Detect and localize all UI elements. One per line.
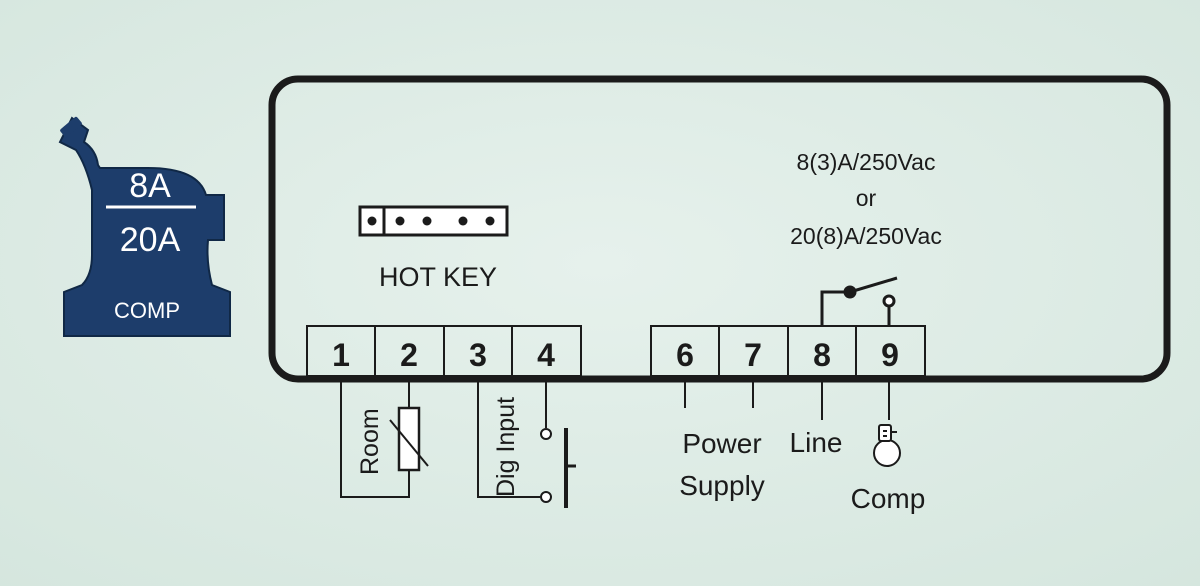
compressor-load-icon [873,424,901,467]
terminal-9-number: 9 [881,337,899,373]
terminal-1-number: 1 [332,337,350,373]
badge-rating-top: 8A [129,167,171,205]
compressor-icon [58,116,231,337]
hot-key-pin [485,216,495,226]
badge-rating-bottom: 20A [120,221,181,259]
terminal-8-number: 8 [813,337,831,373]
hot-key-pin [367,216,377,226]
room-probe-label: Room [356,408,384,475]
controller-housing [268,75,1171,383]
relay-rating-line-3: 20(8)A/250Vac [790,223,942,249]
comp-label: Comp [851,483,926,514]
relay-rating: 8(3)A/250Vac or 20(8)A/250Vac [790,149,942,249]
terminal-2-number: 2 [400,337,418,373]
hot-key-pin [458,216,468,226]
hot-key-label: HOT KEY [379,262,497,292]
badge-label: COMP [114,298,180,323]
hot-key-connector [358,205,509,237]
digital-input-label: Dig Input [492,397,520,497]
relay-contact [820,276,898,326]
terminal-6-number: 6 [676,337,694,373]
hot-key-pin [422,216,432,226]
terminal-3-number: 3 [469,337,487,373]
comp-rating-badge: 8A 20A COMP [58,116,231,337]
digital-input-wiring [477,376,576,508]
thermistor-icon [397,406,421,472]
supply-label: Supply [679,470,765,501]
room-probe-wiring [340,376,429,498]
hot-key-pin [395,216,405,226]
power-supply-leads [684,376,754,408]
terminal-block-left [306,325,582,377]
terminal-block-right [650,325,926,377]
power-label: Power [682,428,761,459]
terminal-7-number: 7 [744,337,762,373]
relay-rating-line-1: 8(3)A/250Vac [797,149,936,175]
line-label: Line [790,427,843,458]
relay-rating-line-2: or [856,185,877,211]
terminal-4-number: 4 [537,337,555,373]
